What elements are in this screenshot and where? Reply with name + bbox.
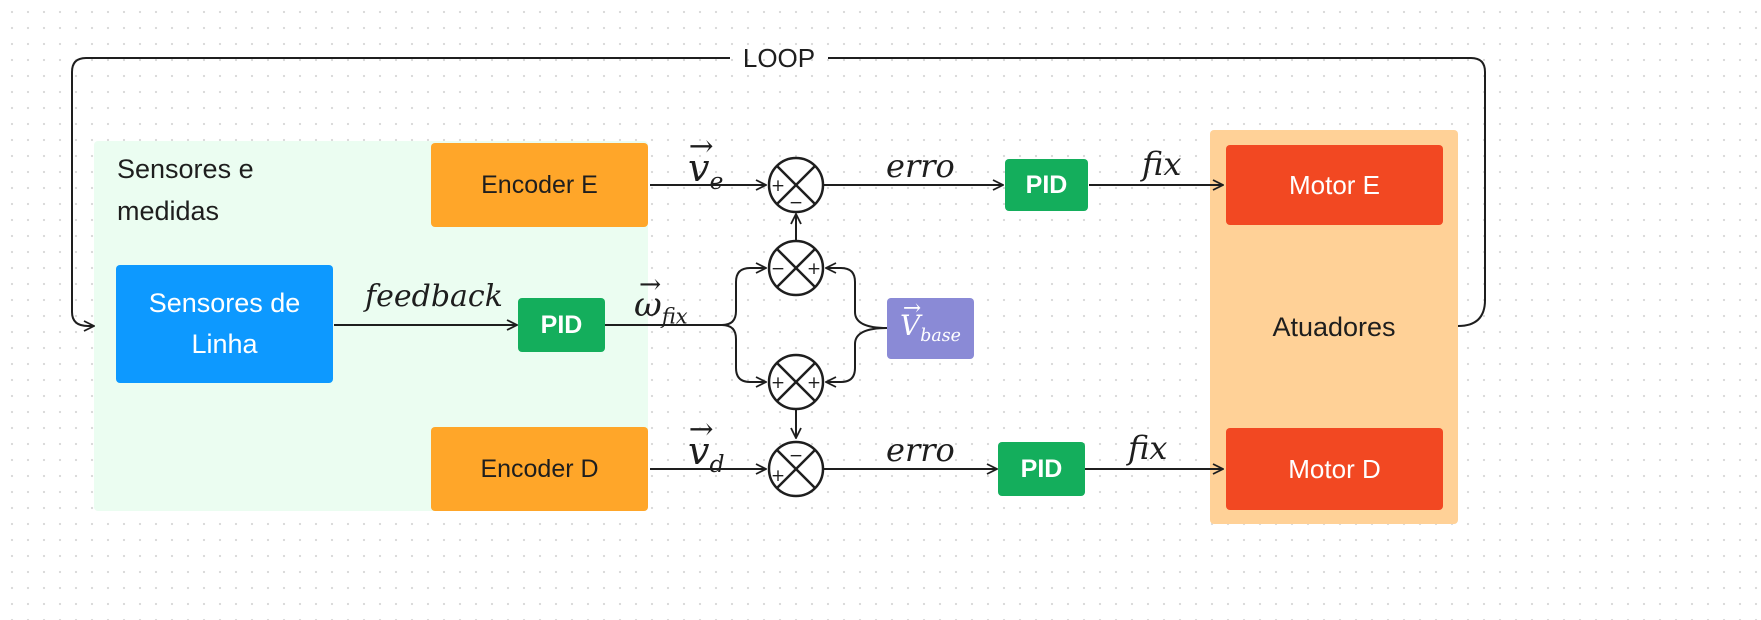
loop-label: LOOP: [742, 43, 816, 73]
signal-fix-d: fix: [1128, 429, 1168, 467]
pid-line-block[interactable]: PID: [518, 298, 605, 352]
pid-e-label: PID: [1025, 170, 1068, 199]
summing-junction-1: [767, 156, 825, 214]
motor-d-label: Motor D: [1288, 453, 1381, 484]
wire-omega-fix-lower: [721, 324, 766, 382]
signal-fix-e: fix: [1142, 145, 1182, 183]
v-base-symbol: Vbase: [900, 311, 961, 345]
sum1-sign-left: +: [771, 176, 785, 196]
pid-e-block[interactable]: PID: [1005, 159, 1088, 211]
sum2-sign-left: −: [771, 259, 785, 279]
motor-d-block[interactable]: Motor D: [1226, 428, 1443, 510]
sum2-sign-right: +: [807, 259, 821, 279]
motor-e-label: Motor E: [1288, 169, 1381, 200]
sum3-sign-right: +: [807, 373, 821, 393]
sum4-sign-left: +: [771, 466, 785, 486]
summing-junction-2: [767, 239, 825, 297]
encoder-e-label: Encoder E: [481, 170, 598, 199]
sum4-sign-top: −: [789, 446, 803, 466]
sensors-region-label: Sensores e medidas: [117, 154, 254, 226]
sum1-sign-bottom: −: [789, 193, 803, 213]
wire-vbase-lower: [826, 327, 888, 382]
signal-feedback: feedback: [365, 279, 503, 314]
sum3-sign-left: +: [771, 373, 785, 393]
signal-omega-fix: ωfix: [634, 288, 688, 326]
line-sensors-label: Sensores de Linha: [148, 288, 301, 359]
encoder-d-label: Encoder D: [480, 454, 599, 483]
wire-omega-fix: [605, 268, 766, 326]
wire-vbase-upper: [826, 268, 888, 329]
encoder-d-block[interactable]: Encoder D: [431, 427, 648, 511]
loop-wire: [828, 57, 1486, 327]
signal-erro-e: erro: [886, 147, 955, 185]
line-sensors-block[interactable]: Sensores de Linha: [116, 265, 333, 383]
signal-v-e: ve: [688, 149, 723, 194]
signal-erro-d: erro: [886, 431, 955, 469]
signal-v-d: vd: [688, 432, 725, 477]
encoder-e-block[interactable]: Encoder E: [431, 143, 648, 227]
pid-d-block[interactable]: PID: [998, 442, 1085, 496]
pid-d-label: PID: [1020, 454, 1063, 483]
summing-junction-3: [767, 353, 825, 411]
actuators-region-label: Atuadores: [1272, 312, 1396, 342]
motor-e-block[interactable]: Motor E: [1226, 145, 1443, 225]
loop-wire-left: [71, 57, 730, 326]
pid-line-label: PID: [540, 310, 583, 339]
summing-junction-4: [767, 440, 825, 498]
v-base-block[interactable]: Vbase: [887, 298, 974, 359]
